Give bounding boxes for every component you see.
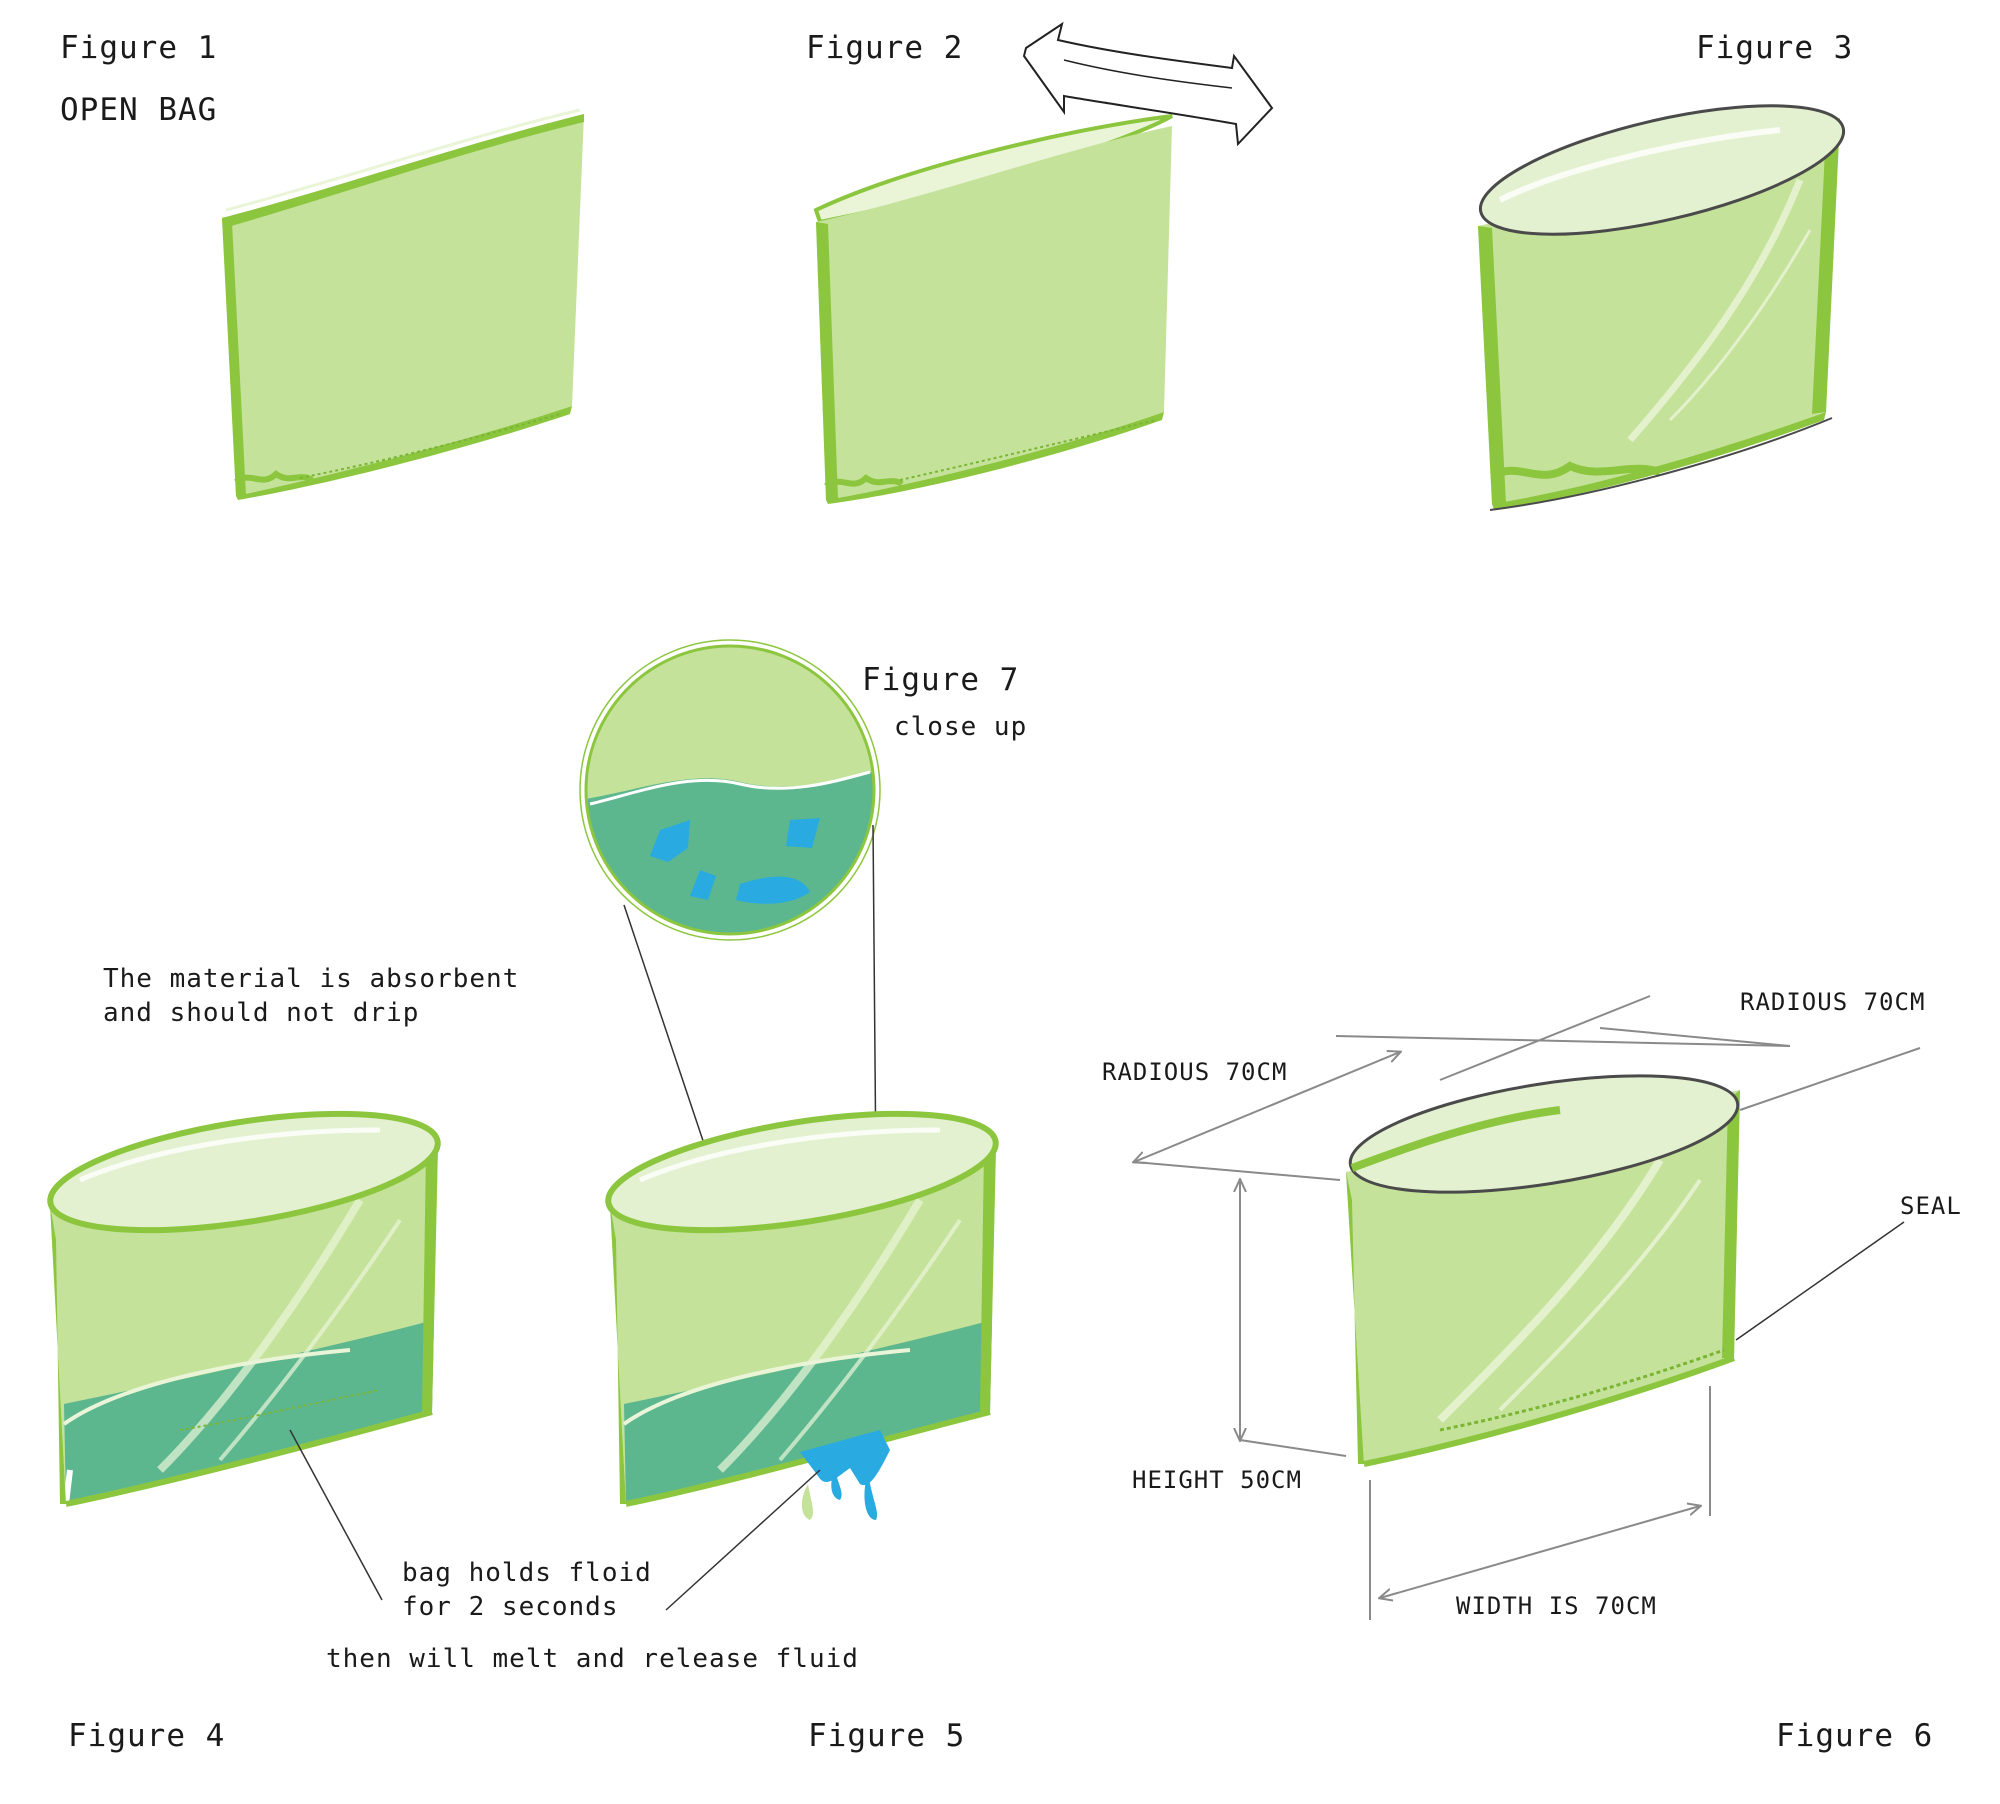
absorbent-note-line-1: The material is absorbent	[103, 964, 520, 994]
figure-5-bag-melting	[605, 1110, 999, 1611]
width-label: WIDTH IS 70CM	[1456, 1592, 1657, 1620]
holds-note-line-1: bag holds floid	[402, 1558, 652, 1588]
figure-2-opening-bag	[813, 114, 1173, 504]
figure-5-title: Figure 5	[808, 1718, 966, 1754]
figure-6-title: Figure 6	[1776, 1718, 1934, 1754]
holds-note-line-2: for 2 seconds	[402, 1592, 619, 1622]
seal-label: SEAL	[1900, 1192, 1962, 1220]
double-headed-curved-arrow-icon	[1022, 21, 1274, 147]
radius-top-label: RADIOUS 70CM	[1740, 988, 1926, 1016]
figure-1-subtitle: OPEN BAG	[60, 92, 218, 128]
figure-3-title: Figure 3	[1696, 30, 1854, 66]
fluid-drips	[800, 1430, 890, 1520]
melt-note: then will melt and release fluid	[326, 1644, 859, 1674]
height-label: HEIGHT 50CM	[1132, 1466, 1302, 1494]
figure-3-open-bag	[1478, 104, 1846, 511]
figure-2-title: Figure 2	[806, 30, 964, 66]
figure-7-closeup-lens	[579, 639, 881, 1431]
figure-1-flat-bag	[222, 108, 584, 500]
radius-left-label: RADIOUS 70CM	[1102, 1058, 1288, 1086]
dimension-lines	[1134, 995, 1791, 1620]
figure-7-subtitle: close up	[894, 712, 1028, 742]
figure-7-title: Figure 7	[862, 662, 1020, 698]
figure-1-title: Figure 1	[60, 30, 218, 66]
figure-4-title: Figure 4	[68, 1718, 226, 1754]
absorbent-note-line-2: and should not drip	[103, 998, 420, 1028]
figure-6-dimensioned-bag	[1134, 995, 1921, 1620]
figure-4-bag-holding-fluid	[47, 1110, 441, 1601]
